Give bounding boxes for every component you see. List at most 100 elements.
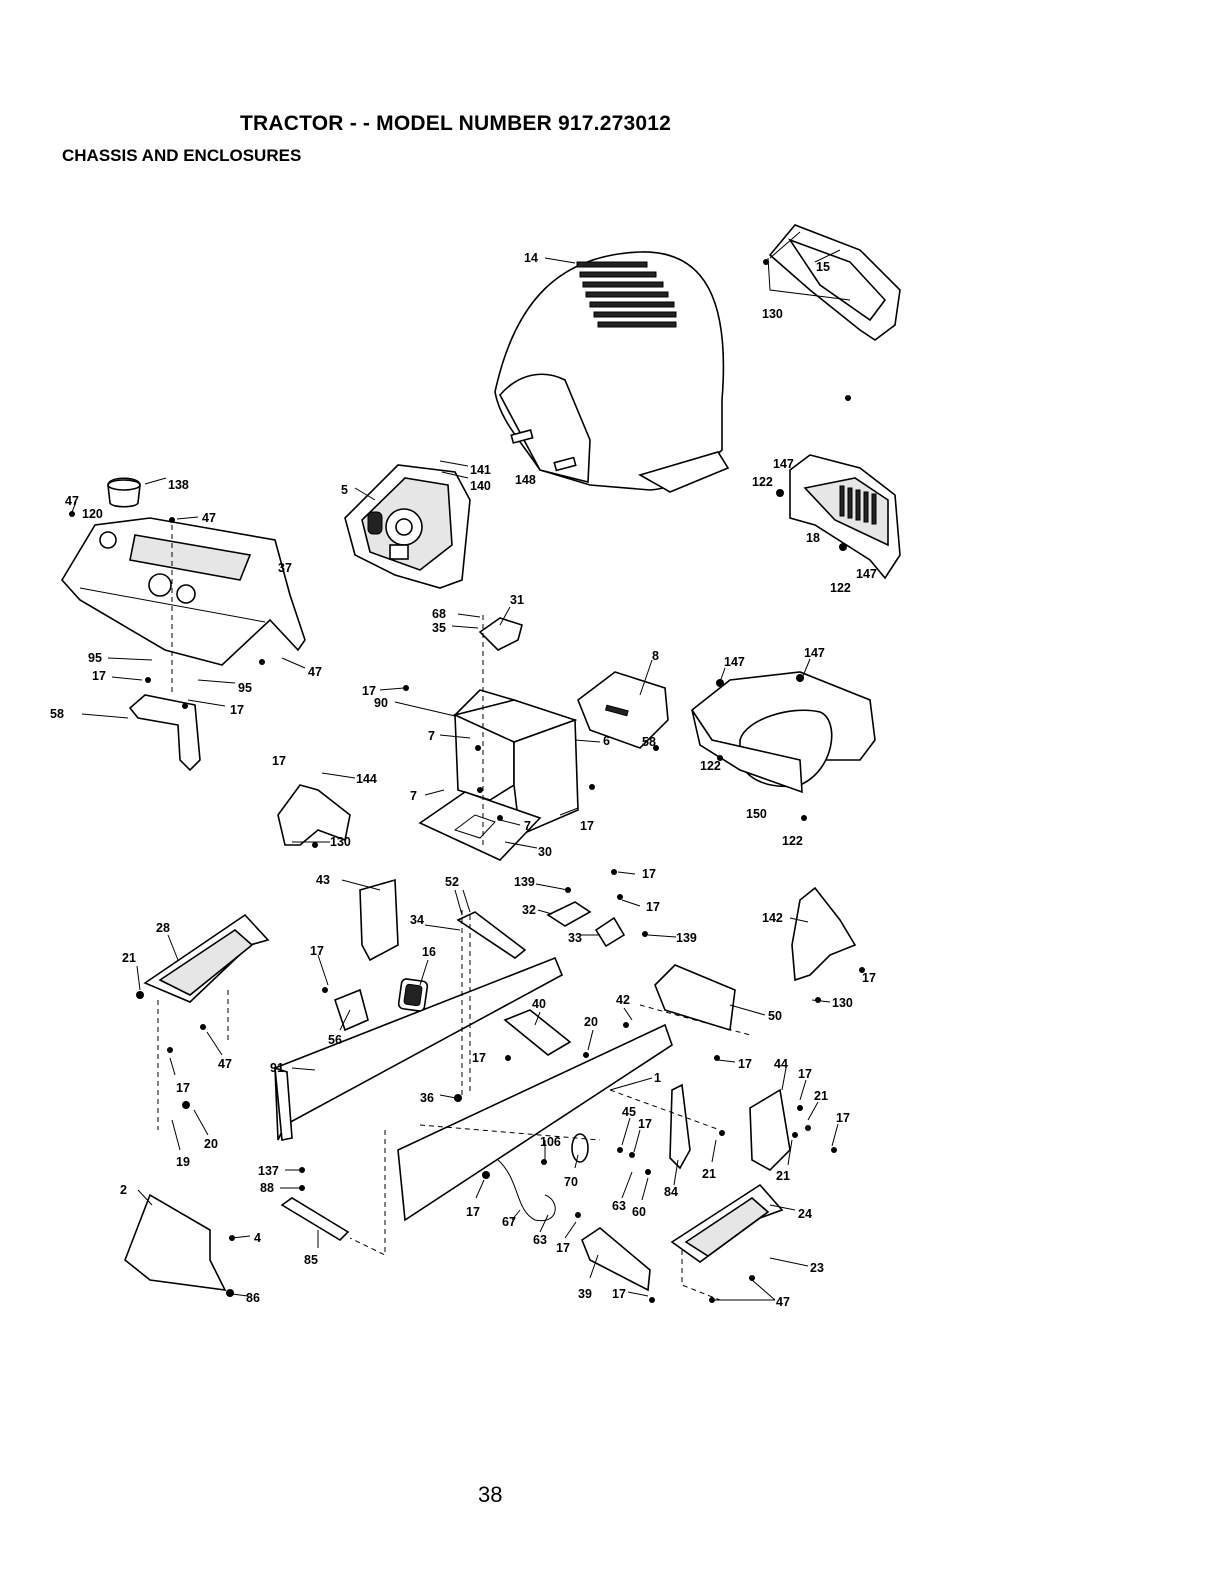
callout-17: 17 xyxy=(272,754,286,768)
callout-28: 28 xyxy=(156,921,170,935)
hood-part xyxy=(494,251,730,493)
console-box-part xyxy=(452,689,579,837)
callout-31: 31 xyxy=(510,593,524,607)
callout-52: 52 xyxy=(445,875,459,889)
callout-84: 84 xyxy=(664,1185,678,1199)
callout-21: 21 xyxy=(122,951,136,965)
callout-91: 91 xyxy=(270,1061,284,1075)
bar-34-part xyxy=(456,911,527,959)
callout-21: 21 xyxy=(814,1089,828,1103)
fender-part xyxy=(61,517,306,666)
callout-44: 44 xyxy=(774,1057,788,1071)
callout-17: 17 xyxy=(862,971,876,985)
callout-2: 2 xyxy=(120,1183,127,1197)
callout-130: 130 xyxy=(832,996,853,1010)
callout-labels: 14 15 130 147 122 18 147 122 141 140 148… xyxy=(50,251,877,1309)
callout-50: 50 xyxy=(768,1009,782,1023)
callout-19: 19 xyxy=(176,1155,190,1169)
callout-34: 34 xyxy=(410,913,424,927)
callout-70: 70 xyxy=(564,1175,578,1189)
callout-95: 95 xyxy=(88,651,102,665)
callout-86: 86 xyxy=(246,1291,260,1305)
callout-47: 47 xyxy=(218,1057,232,1071)
callout-144: 144 xyxy=(356,772,377,786)
page-number: 38 xyxy=(478,1482,503,1507)
callout-138: 138 xyxy=(168,478,189,492)
callout-58: 58 xyxy=(50,707,64,721)
callout-17: 17 xyxy=(310,944,324,958)
plate-8-part xyxy=(577,671,669,749)
callout-36: 36 xyxy=(420,1091,434,1105)
callout-23: 23 xyxy=(810,1261,824,1275)
callout-17: 17 xyxy=(798,1067,812,1081)
lever-84-part xyxy=(669,1083,691,1170)
callout-60: 60 xyxy=(632,1205,646,1219)
fuel-cap-part xyxy=(107,477,141,508)
callout-17: 17 xyxy=(642,867,656,881)
callout-43: 43 xyxy=(316,873,330,887)
bracket-16-part xyxy=(397,978,429,1012)
callout-35: 35 xyxy=(432,621,446,635)
callout-141: 141 xyxy=(470,463,491,477)
callout-90: 90 xyxy=(374,696,388,710)
callout-1: 1 xyxy=(654,1071,661,1085)
bracket-56-part xyxy=(334,988,369,1032)
callout-7: 7 xyxy=(524,819,531,833)
bracket-43-part xyxy=(359,878,399,962)
callout-95: 95 xyxy=(238,681,252,695)
callout-47: 47 xyxy=(65,494,79,508)
bracket-142-part xyxy=(791,886,857,982)
grille-upper-part xyxy=(767,224,901,341)
callout-21: 21 xyxy=(702,1167,716,1181)
callout-16: 16 xyxy=(422,945,436,959)
callout-142: 142 xyxy=(762,911,783,925)
callout-17: 17 xyxy=(466,1205,480,1219)
bracket-44-part xyxy=(749,1088,791,1171)
callout-63: 63 xyxy=(533,1233,547,1247)
callout-85: 85 xyxy=(304,1253,318,1267)
callout-20: 20 xyxy=(584,1015,598,1029)
cable-67-part xyxy=(497,1159,556,1222)
callout-45: 45 xyxy=(622,1105,636,1119)
page-title: TRACTOR - - MODEL NUMBER 917.273012 xyxy=(240,112,671,135)
callout-39: 39 xyxy=(578,1287,592,1301)
callout-148: 148 xyxy=(515,473,536,487)
callout-130: 130 xyxy=(762,307,783,321)
callout-150: 150 xyxy=(746,807,767,821)
seat-pan-part xyxy=(690,671,876,794)
callout-139: 139 xyxy=(676,931,697,945)
callout-17: 17 xyxy=(230,703,244,717)
callout-147: 147 xyxy=(724,655,745,669)
callout-17: 17 xyxy=(556,1241,570,1255)
callout-137: 137 xyxy=(258,1164,279,1178)
callout-122: 122 xyxy=(830,581,851,595)
callout-47: 47 xyxy=(308,665,322,679)
callout-17: 17 xyxy=(362,684,376,698)
dash-panel-part xyxy=(344,464,471,589)
bracket-31-part xyxy=(478,617,523,651)
callout-5: 5 xyxy=(341,483,348,497)
callout-130: 130 xyxy=(330,835,351,849)
leader-lines xyxy=(71,249,841,1301)
callout-17: 17 xyxy=(638,1117,652,1131)
callout-63: 63 xyxy=(612,1199,626,1213)
callout-30: 30 xyxy=(538,845,552,859)
callout-15: 15 xyxy=(816,260,830,274)
callout-58: 58 xyxy=(642,735,656,749)
callout-6: 6 xyxy=(603,734,610,748)
bracket-85-part xyxy=(280,1197,350,1242)
bracket-33-part xyxy=(594,916,626,948)
callout-122: 122 xyxy=(752,475,773,489)
callout-17: 17 xyxy=(472,1051,486,1065)
callout-7: 7 xyxy=(410,789,417,803)
callout-17: 17 xyxy=(92,669,106,683)
bracket-40-part xyxy=(503,1009,572,1056)
callout-147: 147 xyxy=(804,646,825,660)
callout-120: 120 xyxy=(82,507,103,521)
callout-122: 122 xyxy=(782,834,803,848)
callout-17: 17 xyxy=(580,819,594,833)
assembly-lines xyxy=(157,525,751,1301)
callout-8: 8 xyxy=(652,649,659,663)
plate-50-part xyxy=(654,964,736,1032)
